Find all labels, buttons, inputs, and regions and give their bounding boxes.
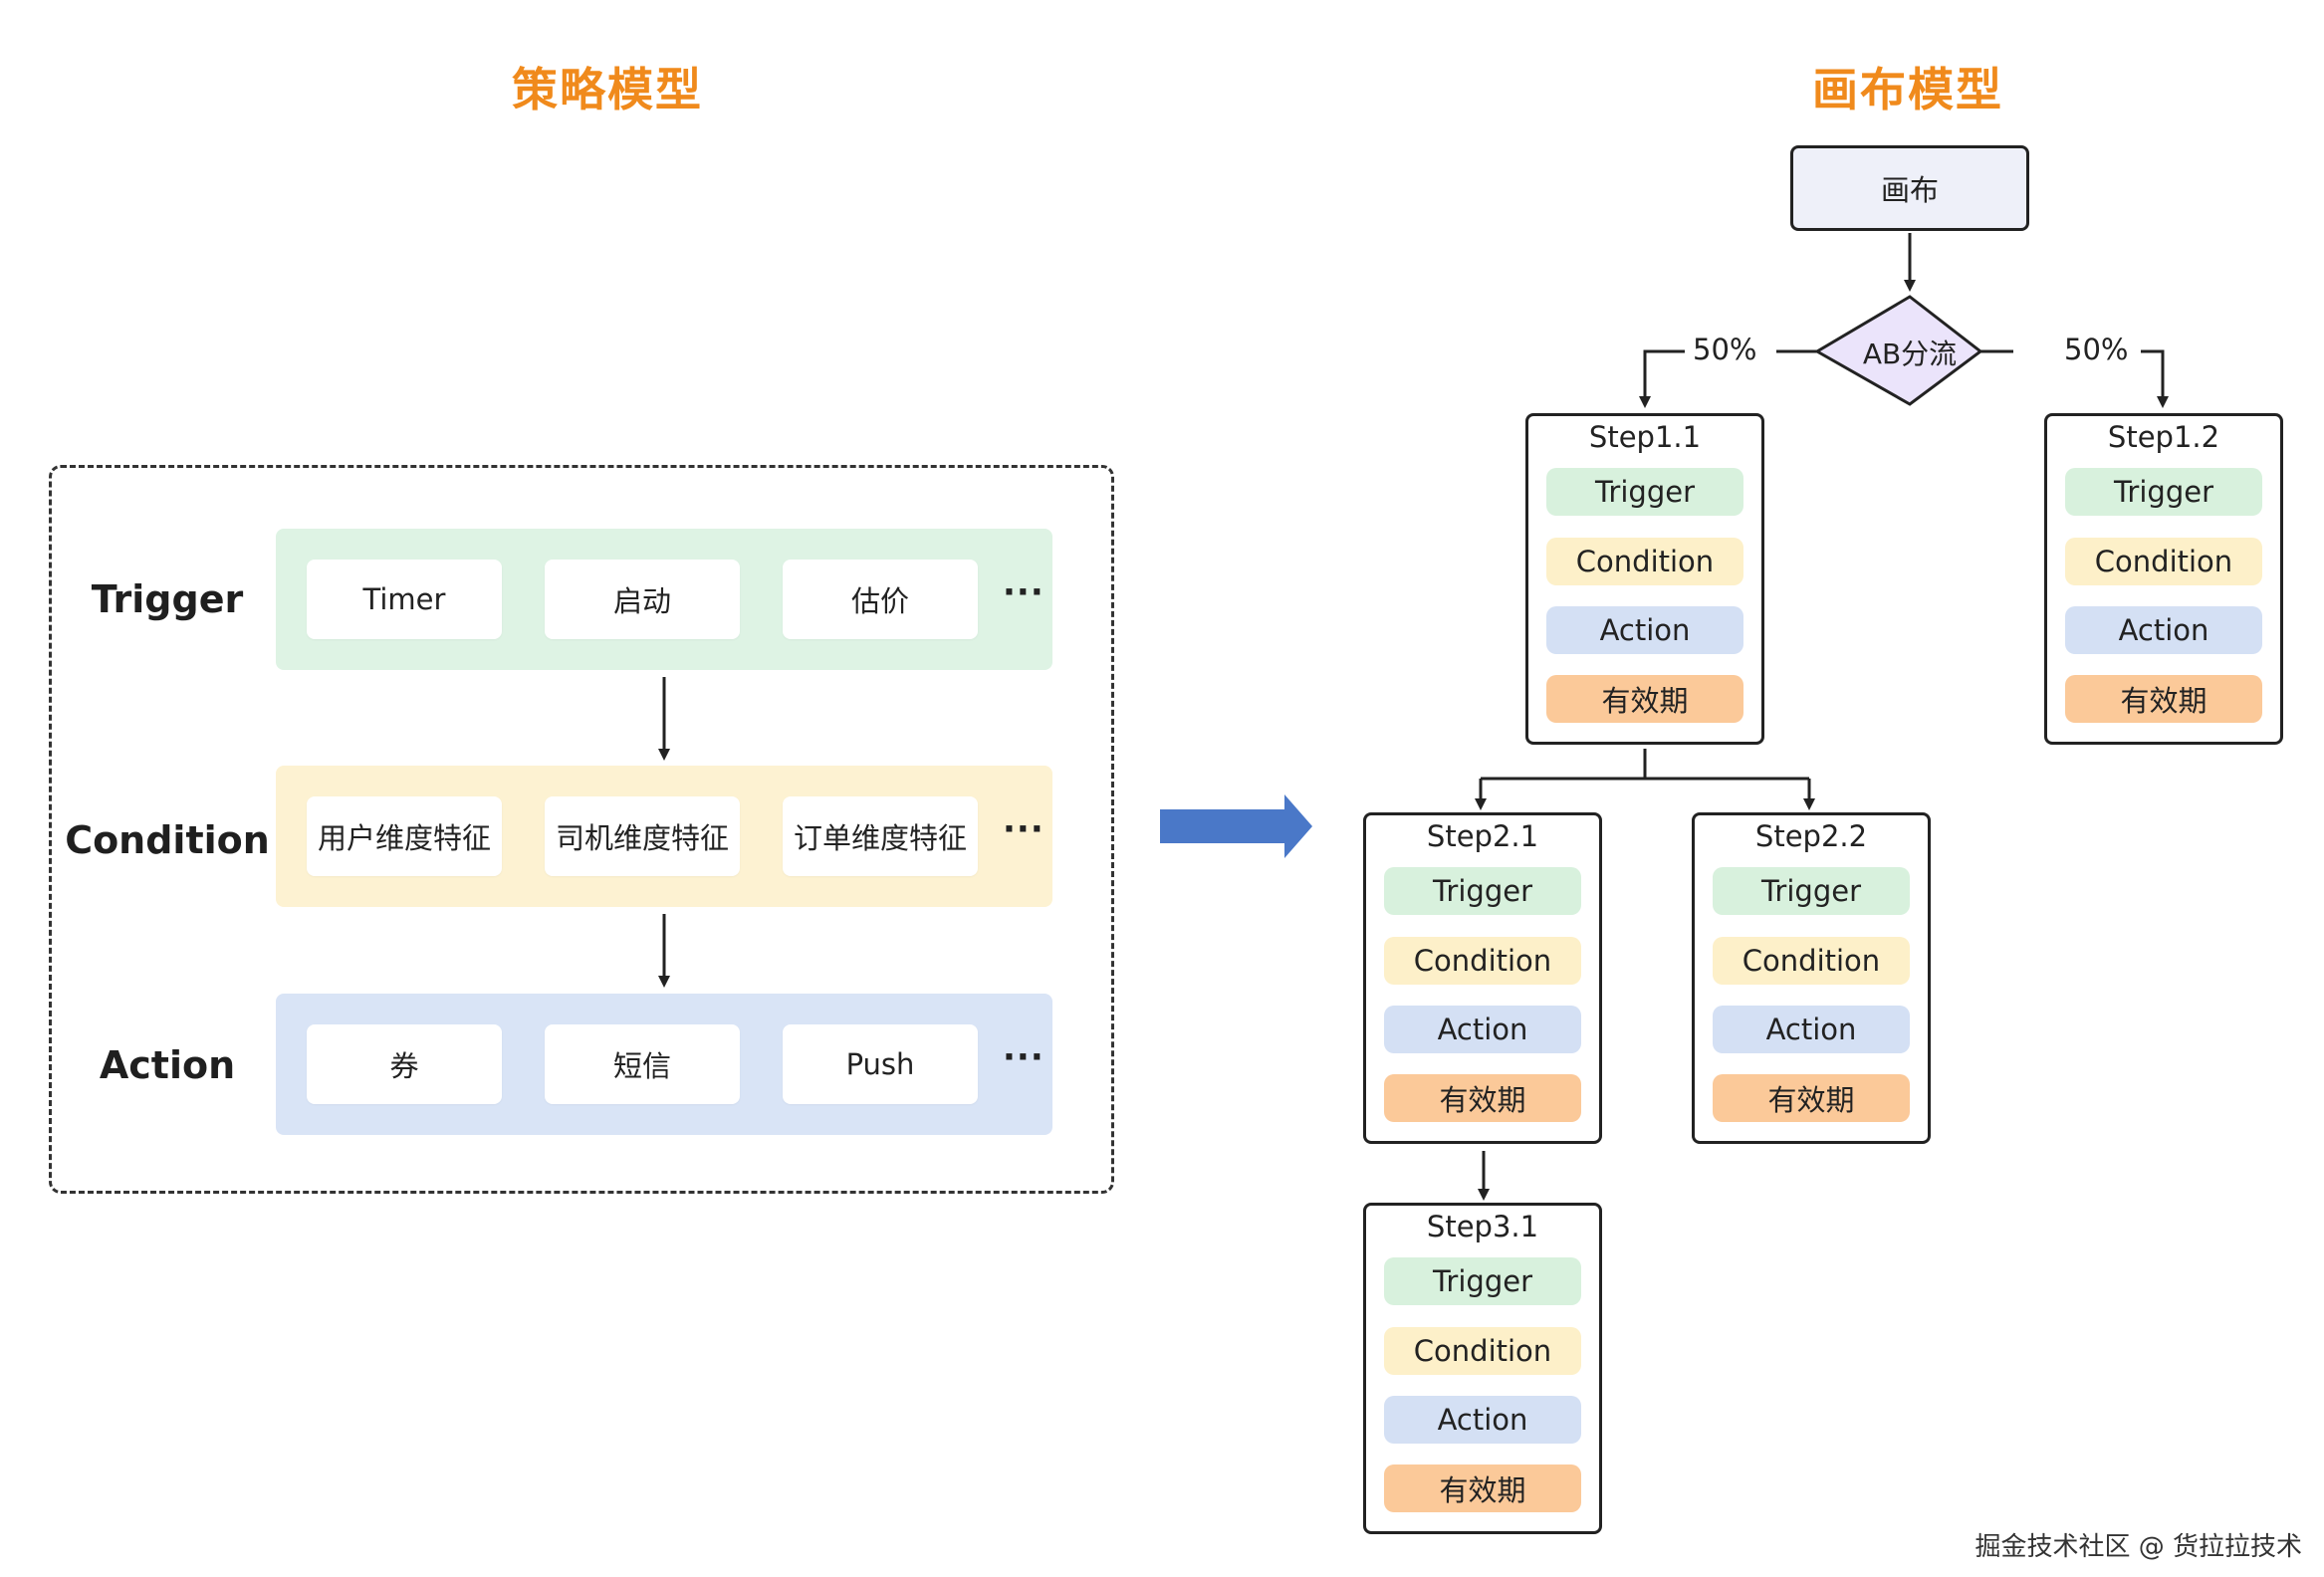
step-condition: Condition [2065,538,2262,585]
split-right-percent: 50% [2064,333,2129,366]
step-condition: Condition [1713,937,1910,985]
more-icon: ··· [1003,809,1045,849]
trigger-chip: 启动 [545,560,740,639]
ab-split-label: AB分流 [1862,338,1958,370]
strategy-model-frame [49,465,1114,1194]
step-validity: 有效期 [1384,1464,1581,1512]
step-trigger: Trigger [2065,468,2262,516]
canvas-node-label: 画布 [1880,173,1939,207]
step-condition: Condition [1546,538,1743,585]
step-title: Step1.2 [2107,420,2220,454]
step-action: Action [1546,606,1743,654]
step-validity: 有效期 [1546,675,1743,723]
step-title: Step1.1 [1588,420,1702,454]
step-card: Step1.1 Trigger Condition Action 有效期 [1525,413,1764,745]
condition-chip: 订单维度特征 [783,796,978,876]
step-condition: Condition [1384,937,1581,985]
footer-credit: 掘金技术社区 @ 货拉拉技术 [1975,1532,2302,1562]
more-icon: ··· [1003,572,1045,612]
canvas-node: 画布 [1790,145,2029,231]
transform-arrow [1160,794,1312,858]
condition-chip: 用户维度特征 [307,796,502,876]
condition-chip: 司机维度特征 [545,796,740,876]
split-left-percent: 50% [1693,333,1757,366]
action-chip: 短信 [545,1024,740,1104]
row-label-condition: Condition [65,818,270,862]
step-action: Action [2065,606,2262,654]
step-title: Step2.2 [1754,819,1868,853]
step-trigger: Trigger [1713,867,1910,915]
action-band: 券 短信 Push ··· [276,994,1052,1135]
condition-band: 用户维度特征 司机维度特征 订单维度特征 ··· [276,766,1052,907]
trigger-chip: Timer [307,560,502,639]
row-label-action: Action [99,1043,236,1087]
ab-to-step12-arrow [2141,349,2169,408]
step-card: Step3.1 Trigger Condition Action 有效期 [1363,1203,1602,1534]
row-label-trigger: Trigger [91,577,244,621]
ab-split-diamond [1814,295,1983,406]
step-card: Step2.2 Trigger Condition Action 有效期 [1692,812,1931,1144]
step-card: Step2.1 Trigger Condition Action 有效期 [1363,812,1602,1144]
action-chip: 券 [307,1024,502,1104]
step-validity: 有效期 [1713,1074,1910,1122]
step-action: Action [1713,1006,1910,1053]
step-title: Step3.1 [1426,1210,1539,1243]
step-action: Action [1384,1006,1581,1053]
trigger-chip: 估价 [783,560,978,639]
action-chip: Push [783,1024,978,1104]
step-action: Action [1384,1396,1581,1444]
step-condition: Condition [1384,1327,1581,1375]
step-validity: 有效期 [1384,1074,1581,1122]
step-title: Step2.1 [1426,819,1539,853]
strategy-model-title: 策略模型 [512,63,703,116]
trigger-band: Timer 启动 估价 ··· [276,529,1052,670]
step-trigger: Trigger [1546,468,1743,516]
more-icon: ··· [1003,1037,1045,1077]
step-card: Step1.2 Trigger Condition Action 有效期 [2044,413,2283,745]
step-trigger: Trigger [1384,1257,1581,1305]
canvas-model-title: 画布模型 [1812,63,2003,116]
step-trigger: Trigger [1384,867,1581,915]
ab-to-step11-arrow [1639,349,1685,408]
step-validity: 有效期 [2065,675,2262,723]
